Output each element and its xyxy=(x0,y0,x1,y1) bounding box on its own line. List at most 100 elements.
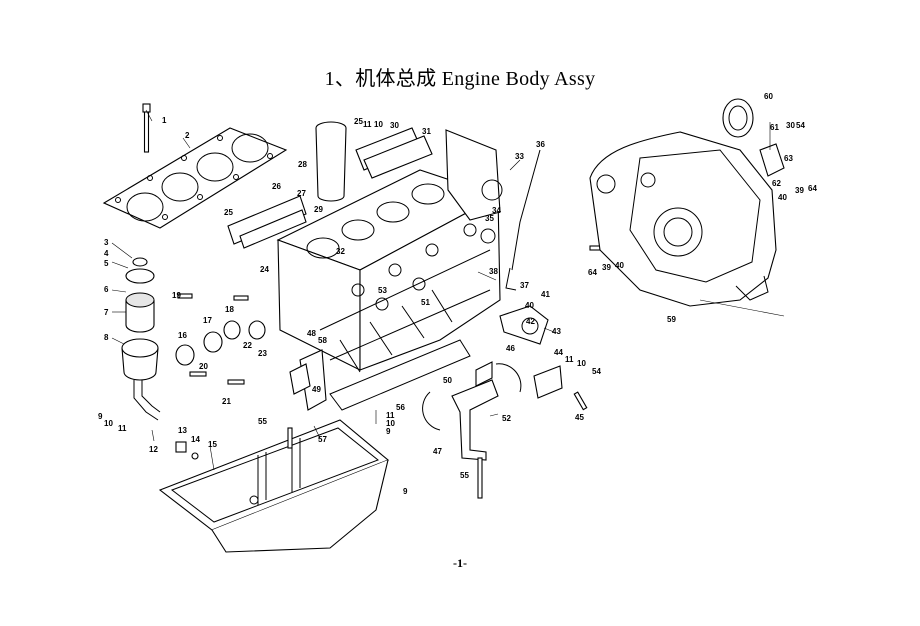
callout-64: 64 xyxy=(588,268,597,277)
oil-pan xyxy=(158,419,390,553)
callout-62: 62 xyxy=(772,179,781,188)
callout-13: 13 xyxy=(178,426,187,435)
callout-55: 55 xyxy=(258,417,267,426)
callout-54: 54 xyxy=(592,367,601,376)
callout-61: 61 xyxy=(770,123,779,132)
callout-12: 12 xyxy=(149,445,158,454)
callout-2: 2 xyxy=(185,131,190,140)
callout-36: 36 xyxy=(536,140,545,149)
callout-9: 9 xyxy=(98,412,103,421)
small-bolts xyxy=(177,245,607,499)
callout-58: 58 xyxy=(318,336,327,345)
callout-34: 34 xyxy=(492,206,501,215)
cylinder-block xyxy=(276,169,501,411)
callout-22: 22 xyxy=(243,341,252,350)
callout-31: 31 xyxy=(422,127,431,136)
callout-47: 47 xyxy=(433,447,442,456)
callout-39: 39 xyxy=(602,263,611,272)
callout-19: 19 xyxy=(172,291,181,300)
callout-53: 53 xyxy=(378,286,387,295)
callout-40-c: 40 xyxy=(778,193,787,202)
callout-45: 45 xyxy=(575,413,584,422)
callout-41: 41 xyxy=(541,290,550,299)
callout-29: 29 xyxy=(314,205,323,214)
callout-7: 7 xyxy=(104,308,109,317)
callout-labels: 1 2 3 4 5 6 7 8 9 10 11 12 13 14 15 16 1… xyxy=(98,92,817,496)
callout-54-b: 54 xyxy=(796,121,805,130)
callout-30: 30 xyxy=(390,121,399,130)
callout-3: 3 xyxy=(104,238,109,247)
callout-6: 6 xyxy=(104,285,109,294)
callout-59: 59 xyxy=(667,315,676,324)
callout-51: 51 xyxy=(421,298,430,307)
callout-11-c: 11 xyxy=(363,120,372,129)
callout-60: 60 xyxy=(764,92,773,101)
callout-15: 15 xyxy=(208,440,217,449)
callout-17: 17 xyxy=(203,316,212,325)
callout-32: 32 xyxy=(336,247,345,256)
callout-30-b: 30 xyxy=(786,121,795,130)
rear-seal xyxy=(533,365,563,399)
callout-26: 26 xyxy=(272,182,281,191)
callout-10-b: 10 xyxy=(577,359,586,368)
leader-lines xyxy=(111,109,785,471)
callout-64-b: 64 xyxy=(808,184,817,193)
callout-18: 18 xyxy=(225,305,234,314)
callout-8: 8 xyxy=(104,333,109,342)
callout-14: 14 xyxy=(191,435,200,444)
callout-27: 27 xyxy=(297,189,306,198)
front-plate xyxy=(445,129,503,244)
drain-plug xyxy=(175,441,199,460)
callout-52: 52 xyxy=(502,414,511,423)
callout-20: 20 xyxy=(199,362,208,371)
side-covers xyxy=(227,127,433,249)
page-title: 1、机体总成 Engine Body Assy xyxy=(324,68,596,90)
callout-4: 4 xyxy=(104,249,109,258)
callout-63: 63 xyxy=(784,154,793,163)
callout-25-b: 25 xyxy=(354,117,363,126)
callout-56: 56 xyxy=(396,403,405,412)
callout-44: 44 xyxy=(554,348,563,357)
bearing-caps xyxy=(289,349,522,461)
callout-5: 5 xyxy=(104,259,109,268)
callout-50: 50 xyxy=(443,376,452,385)
callout-46: 46 xyxy=(506,344,515,353)
callout-35: 35 xyxy=(485,214,494,223)
callout-24: 24 xyxy=(260,265,269,274)
callout-37: 37 xyxy=(520,281,529,290)
callout-10: 10 xyxy=(104,419,113,428)
callout-1: 1 xyxy=(162,116,167,125)
callout-42: 42 xyxy=(526,317,535,326)
callout-11: 11 xyxy=(118,424,127,433)
callout-10-c: 10 xyxy=(374,120,383,129)
callout-43: 43 xyxy=(552,327,561,336)
seal-housing xyxy=(499,305,549,345)
head-gasket xyxy=(102,127,288,229)
callout-33: 33 xyxy=(515,152,524,161)
callout-25: 25 xyxy=(224,208,233,217)
callout-38: 38 xyxy=(489,267,498,276)
callout-57: 57 xyxy=(318,435,327,444)
callout-21: 21 xyxy=(222,397,231,406)
callout-9-c: 9 xyxy=(403,487,408,496)
callout-49: 49 xyxy=(312,385,321,394)
dipstick xyxy=(505,149,541,291)
flywheel-housing xyxy=(589,131,785,307)
callout-11-b: 11 xyxy=(565,355,574,364)
oil-filter-assy xyxy=(121,257,161,421)
callout-10-d: 10 xyxy=(386,419,395,428)
callout-39-b: 39 xyxy=(795,186,804,195)
callout-23: 23 xyxy=(258,349,267,358)
cylinder-liner xyxy=(315,121,347,202)
callout-28: 28 xyxy=(298,160,307,169)
callout-40-b: 40 xyxy=(615,261,624,270)
seal-rings xyxy=(175,320,266,366)
callout-48: 48 xyxy=(307,329,316,338)
callout-55-b: 55 xyxy=(460,471,469,480)
rear-oil-seal xyxy=(722,98,754,138)
callout-11-d: 11 xyxy=(386,411,395,420)
callout-40: 40 xyxy=(525,301,534,310)
page-number: -1- xyxy=(453,556,467,570)
head-bolt xyxy=(142,103,151,153)
